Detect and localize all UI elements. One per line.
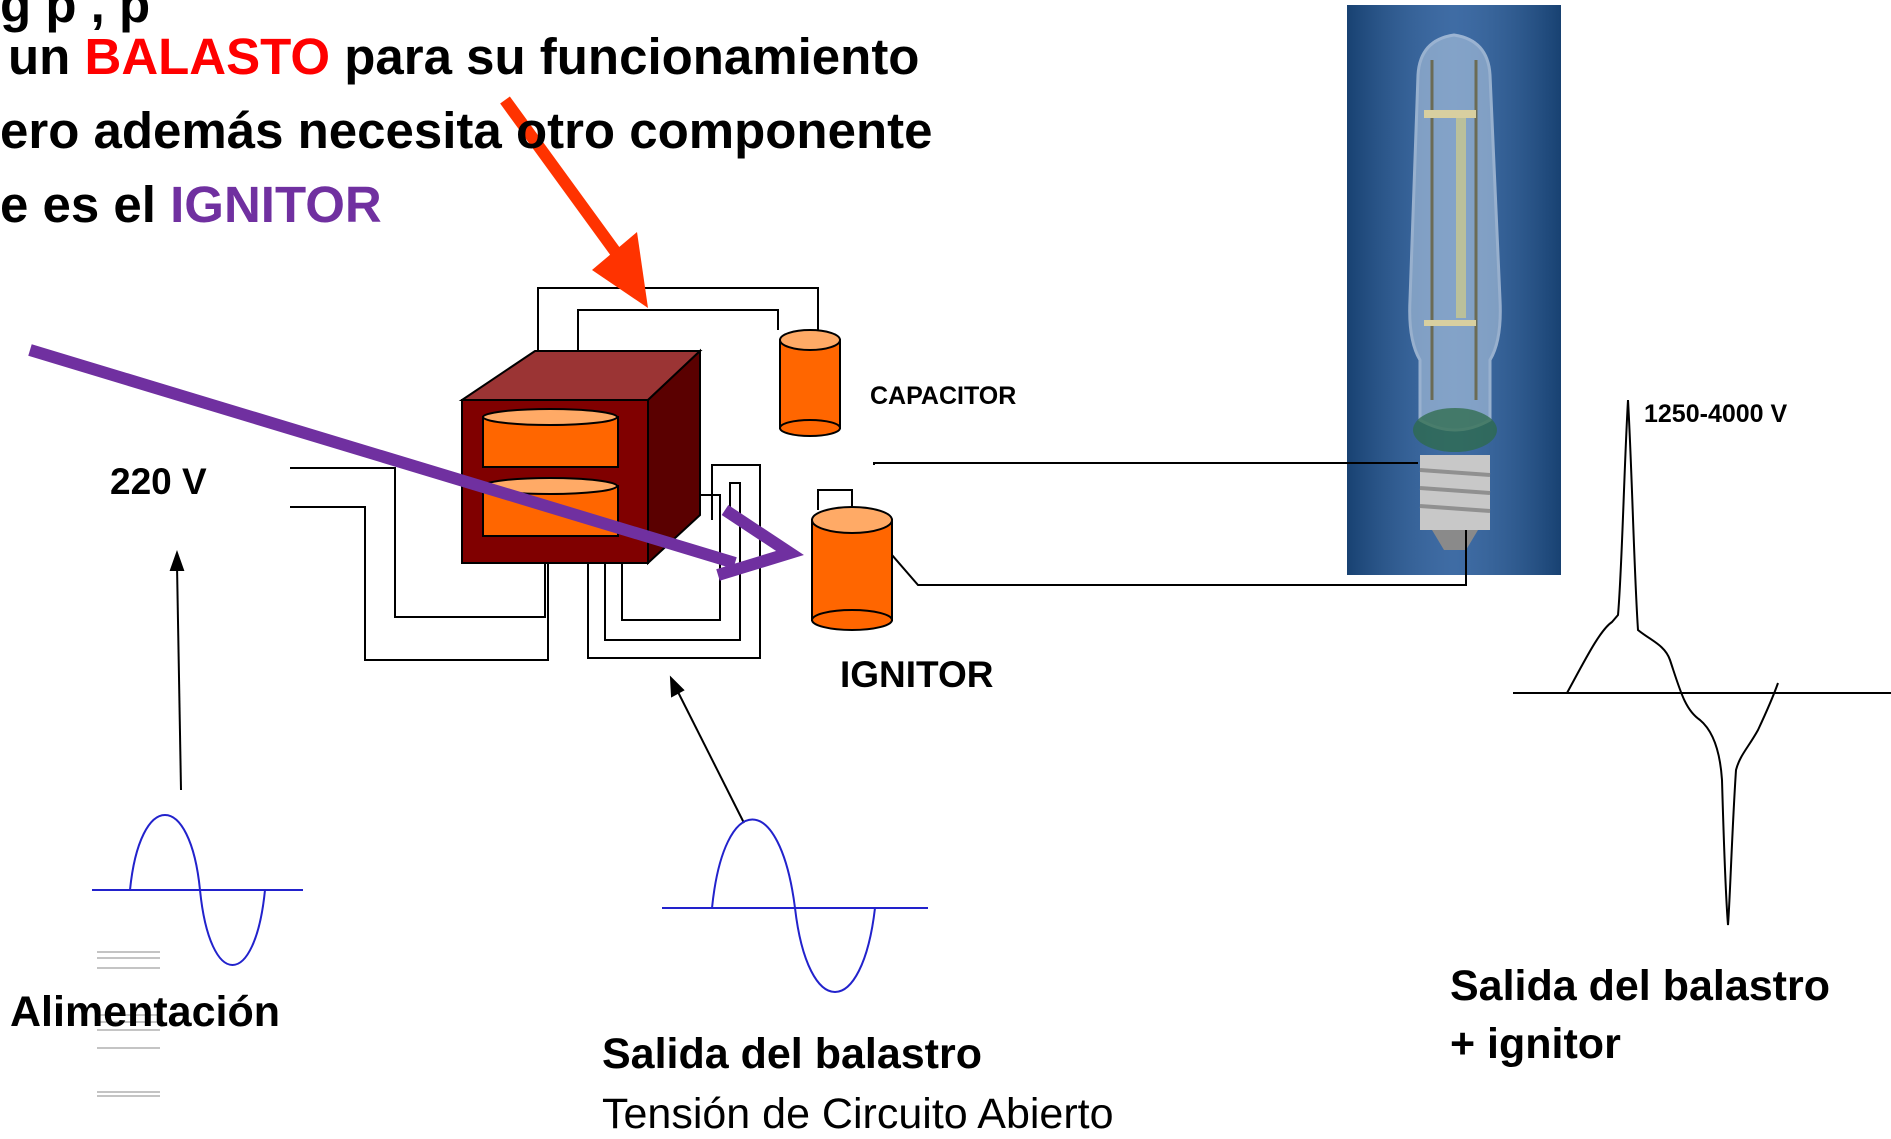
- heading-line-3: ero además necesita otro componente: [0, 102, 933, 159]
- hps-lamp-image: [1347, 5, 1561, 575]
- ignitor-arrow: [28, 344, 804, 581]
- heading-line-2-post: para su funcionamiento: [330, 28, 920, 85]
- circuit-wiring: [290, 287, 1467, 661]
- ignitor-component: [811, 506, 893, 631]
- supply-sine-wave: [92, 814, 303, 966]
- decorative-dashes: [97, 951, 160, 1097]
- salida-ignitor-label-line2: + ignitor: [1450, 1020, 1621, 1068]
- ballast-sine-wave: [662, 818, 928, 993]
- salida-ignitor-label-line1: Salida del balastro: [1450, 962, 1830, 1010]
- heading-line-4-pre: e es el: [0, 176, 171, 233]
- capacitor-component: [779, 329, 841, 437]
- alimentacion-label: Alimentación: [10, 988, 280, 1036]
- ignitor-pulse-waveform: [1513, 399, 1891, 926]
- ignitor-label: IGNITOR: [840, 654, 994, 695]
- heading-line-4: e es el IGNITOR: [0, 168, 382, 242]
- pointer-arrows: [169, 549, 745, 824]
- voltage-in-label: 220 V: [110, 461, 207, 502]
- balasto-arrow: [500, 96, 648, 308]
- capacitor-label: CAPACITOR: [870, 382, 1017, 410]
- peak-voltage-label: 1250-4000 V: [1644, 400, 1788, 428]
- tension-circuito-label: Tensión de Circuito Abierto: [602, 1090, 1114, 1138]
- balasto-highlight: BALASTO: [84, 28, 331, 85]
- ignitor-highlight: IGNITOR: [170, 176, 382, 233]
- heading-line-2-pre: un: [8, 28, 85, 85]
- heading-line-2: un BALASTO para su funcionamiento: [8, 20, 919, 94]
- heading-line-1: g p , p: [0, 0, 151, 33]
- salida-balastro-label: Salida del balastro: [602, 1030, 982, 1078]
- ballast-transformer: [458, 348, 703, 566]
